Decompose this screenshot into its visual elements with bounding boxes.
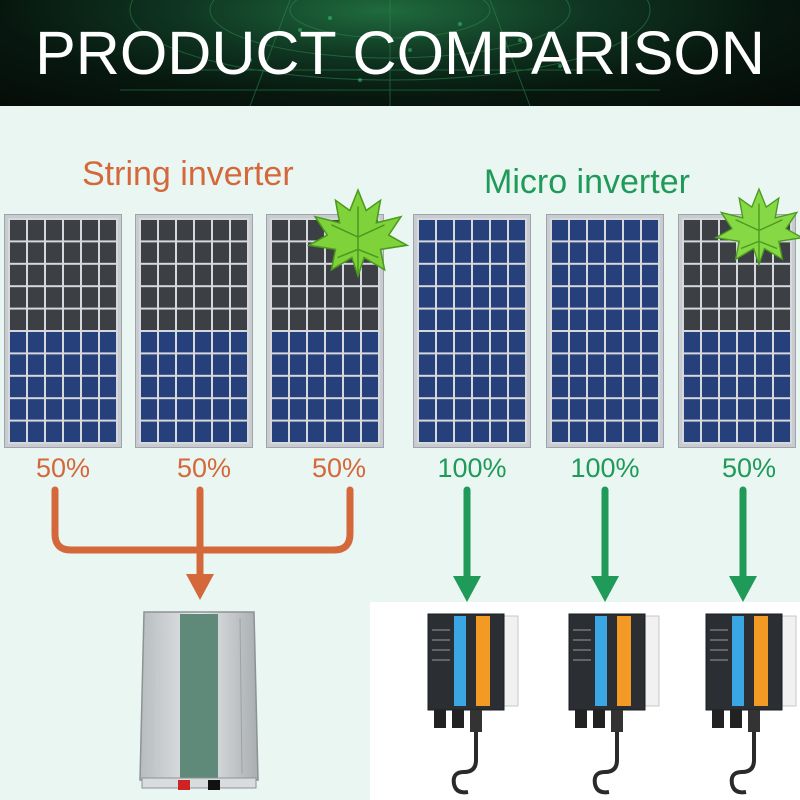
string-inverter-label: String inverter bbox=[82, 155, 294, 193]
panel-output-4: 100% bbox=[437, 453, 507, 483]
panel-output-2: 50% bbox=[176, 453, 232, 483]
solar-panel-2 bbox=[135, 214, 253, 448]
micro-inverter-device bbox=[568, 613, 660, 795]
micro-inverter-device bbox=[427, 613, 519, 795]
string-inverter-device bbox=[139, 611, 259, 790]
micro-arrow-head bbox=[453, 576, 481, 602]
panel-cells bbox=[8, 218, 118, 444]
panel-cells bbox=[270, 218, 380, 444]
solar-panel-1 bbox=[4, 214, 122, 448]
panel-cells bbox=[550, 218, 660, 444]
micro-arrow-head bbox=[729, 576, 757, 602]
micro-wiring bbox=[463, 486, 747, 582]
solar-panel-4 bbox=[413, 214, 531, 448]
panel-output-6: 50% bbox=[721, 453, 777, 483]
string-wiring bbox=[51, 486, 354, 580]
maple-leaf-icon bbox=[714, 187, 800, 267]
page-title: PRODUCT COMPARISON bbox=[35, 19, 765, 87]
panel-cells bbox=[139, 218, 249, 444]
circuit-background bbox=[120, 0, 660, 106]
black-terminal bbox=[208, 780, 220, 790]
panel-output-5: 100% bbox=[570, 453, 640, 483]
panel-output-1: 50% bbox=[35, 453, 91, 483]
header-banner: PRODUCT COMPARISON bbox=[0, 0, 800, 106]
panel-output-3: 50% bbox=[311, 453, 367, 483]
panel-cells bbox=[417, 218, 527, 444]
micro-arrow-head bbox=[591, 576, 619, 602]
red-terminal bbox=[178, 780, 190, 790]
solar-panel-5 bbox=[546, 214, 664, 448]
micro-inverter-device bbox=[705, 613, 797, 795]
string-arrow-head bbox=[186, 574, 214, 600]
micro-inverter-label: Micro inverter bbox=[484, 163, 690, 201]
maple-leaf-icon bbox=[306, 188, 410, 278]
